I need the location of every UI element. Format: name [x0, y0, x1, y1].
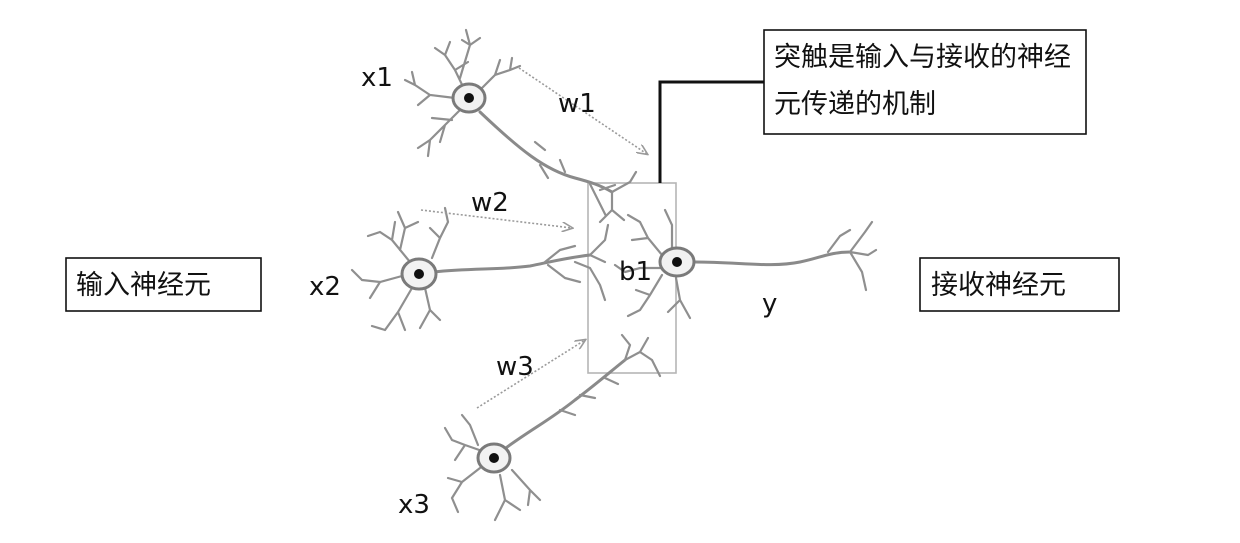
w3-arrow	[476, 340, 585, 409]
label-x2: x2	[309, 272, 341, 302]
neuron-receiving	[613, 208, 878, 320]
receiving-neuron-label: 接收神经元	[931, 270, 1066, 301]
synapse-note-line2: 元传递的机制	[774, 89, 936, 120]
label-y: y	[762, 289, 777, 319]
neuron-x1	[403, 28, 638, 224]
receiving-neuron-box: 接收神经元	[919, 257, 1120, 312]
callout-line	[658, 80, 764, 183]
neuron-x3	[443, 333, 662, 522]
label-x1: x1	[361, 63, 393, 93]
input-neuron-box: 输入神经元	[65, 257, 262, 312]
label-x3: x3	[398, 490, 430, 520]
w2-arrow	[420, 209, 572, 228]
input-neuron-label: 输入神经元	[76, 270, 211, 301]
neuron-x2	[350, 206, 610, 332]
label-w1: w1	[558, 89, 596, 119]
label-b1: b1	[619, 257, 652, 287]
synapse-note-box: 突触是输入与接收的神经 元传递的机制	[763, 29, 1087, 135]
synapse-note-line1: 突触是输入与接收的神经	[774, 42, 1071, 73]
label-w2: w2	[471, 188, 509, 218]
label-w3: w3	[496, 352, 534, 382]
w1-arrow	[518, 67, 647, 154]
